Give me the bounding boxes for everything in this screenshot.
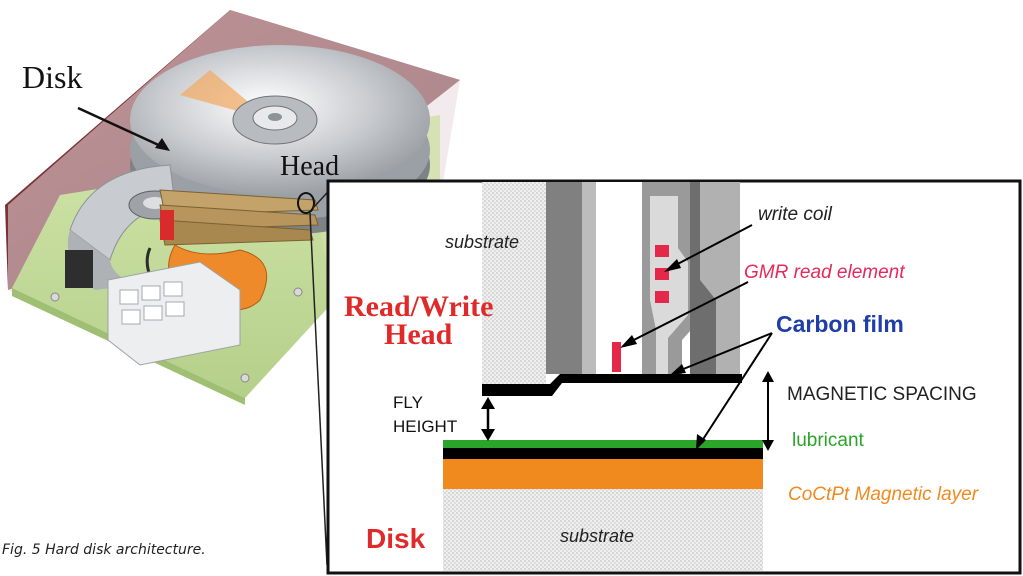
- disk-pointer-arrow: [77, 106, 166, 150]
- carbon-film-pointer-head-side: [675, 332, 773, 373]
- read-write-head-label-line2: Head: [384, 318, 453, 351]
- write-pole-inner: [650, 196, 688, 374]
- magnetic-layer-label: CoCtPt Magnetic layer: [788, 484, 979, 505]
- substrate-top-label: substrate: [445, 232, 519, 252]
- carbon-film-pointer-head-side-tip: [670, 364, 686, 375]
- gmr-read-element: [612, 342, 621, 372]
- head-zoom-circle: [297, 192, 315, 214]
- disk-label: Disk: [22, 59, 82, 95]
- gmr-pointer-head: [620, 335, 637, 348]
- head-label: Head: [280, 151, 339, 182]
- magnetic-spacing-arrowhead-down: [762, 440, 774, 451]
- fly-height-label-line2: HEIGHT: [393, 417, 457, 436]
- lubricant-layer: [443, 440, 763, 448]
- disk-inset-label: Disk: [366, 523, 426, 554]
- disk-pointer-arrowhead: [155, 138, 170, 151]
- zoom-line-bottom: [309, 212, 328, 566]
- write-coil-pointer-head: [664, 259, 681, 272]
- fly-height-label-line1: FLY: [393, 393, 423, 412]
- head-cross-section-inset: substrate write coil GMR read element Re…: [326, 179, 1022, 575]
- disk-carbon-film: [443, 448, 763, 459]
- read-write-head-label-line1: Read/Write: [344, 290, 493, 323]
- carbon-film-pointer-disk-side-tip: [696, 434, 706, 450]
- disk-substrate: [443, 489, 763, 571]
- spindle-center: [268, 113, 282, 121]
- head-layer-light: [582, 182, 596, 374]
- write-coil-label: write coil: [758, 204, 833, 225]
- magnetic-layer: [443, 459, 763, 489]
- gmr-pointer: [625, 281, 749, 345]
- carbon-film-pointer-disk-side: [699, 332, 773, 445]
- fly-height-arrowhead-up: [481, 397, 495, 409]
- magnetic-spacing-label: MAGNETIC SPACING: [787, 384, 977, 405]
- figure-caption: Fig. 5 Hard disk architecture.: [2, 542, 206, 558]
- actuator-magnet: [69, 164, 176, 261]
- magnetic-spacing-arrowhead-up: [762, 371, 774, 382]
- shield-light: [700, 182, 740, 374]
- fly-height-arrowhead-down: [481, 429, 495, 441]
- head-carbon-film: [482, 374, 742, 396]
- substrate-bottom-label: substrate: [560, 526, 634, 546]
- write-coil-pointer: [669, 224, 753, 269]
- carbon-film-label: Carbon film: [776, 311, 904, 337]
- hard-disk-drive-illustration: Disk Head: [5, 10, 460, 566]
- write-coil-square: [655, 291, 669, 303]
- lubricant-label: lubricant: [792, 430, 865, 451]
- head-layer-dark: [546, 182, 582, 374]
- connector-block: [65, 250, 93, 288]
- write-coil-square: [655, 245, 669, 257]
- gmr-read-element-label: GMR read element: [744, 262, 905, 283]
- head-substrate: [482, 182, 546, 387]
- actuator-label: [160, 210, 174, 240]
